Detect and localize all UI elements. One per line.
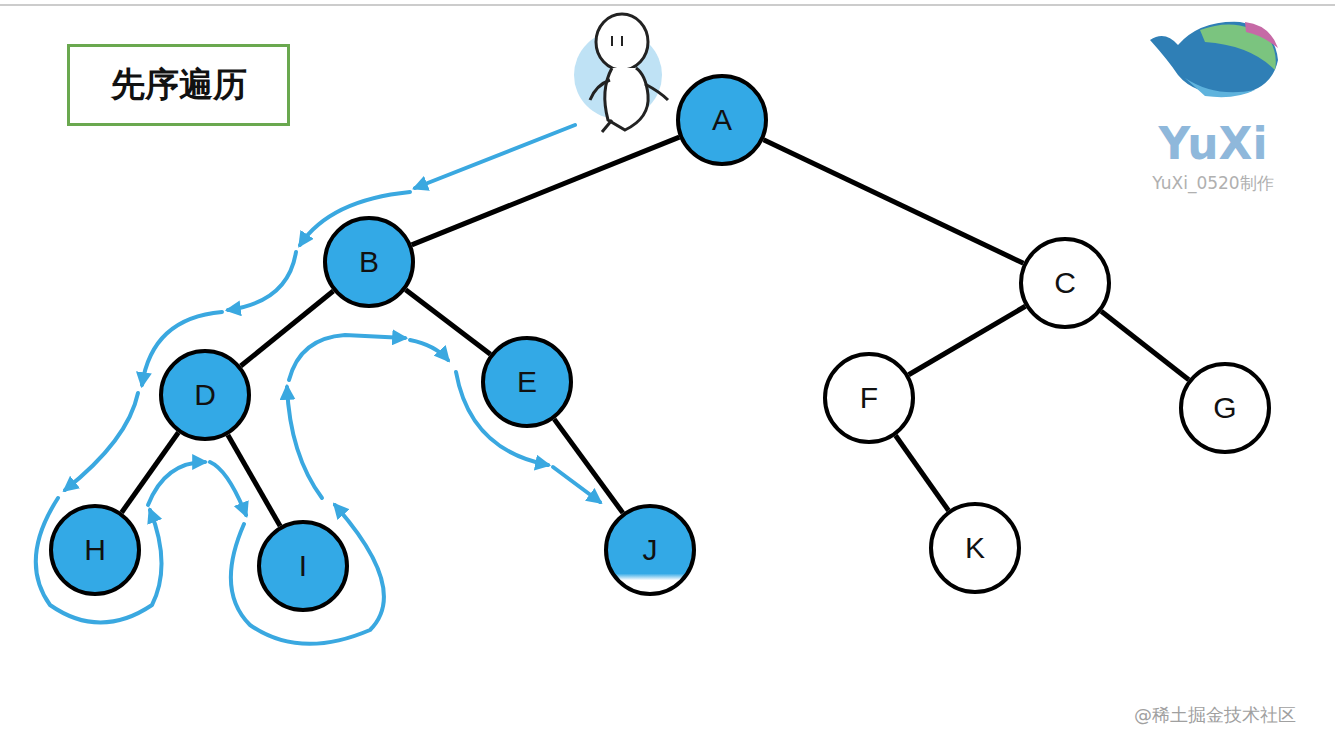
title-box: 先序遍历: [67, 44, 290, 126]
tree-node: F: [823, 352, 915, 444]
tree-edge: [1101, 311, 1189, 379]
top-rule: [0, 4, 1335, 6]
node-letter: I: [299, 549, 307, 583]
tree-node: D: [159, 349, 251, 441]
tree-edge: [909, 306, 1026, 374]
tree-node: B: [323, 216, 415, 308]
node-letter: C: [1054, 266, 1076, 300]
node-letter: H: [84, 533, 106, 567]
tree-edge: [412, 137, 680, 245]
watermark-label: @稀土掘金技术社区: [1134, 703, 1296, 727]
node-letter: D: [194, 378, 216, 412]
title-text: 先序遍历: [111, 62, 247, 108]
tree-node: E: [481, 336, 573, 428]
node-letter: F: [860, 381, 878, 415]
node-letter: B: [359, 245, 379, 279]
tree-edge: [406, 290, 491, 354]
walker-figure: [574, 14, 668, 132]
node-letter: G: [1213, 391, 1236, 425]
tree-edge: [764, 140, 1024, 264]
node-letter: A: [712, 103, 732, 137]
node-letter: K: [965, 531, 985, 565]
whale-logo: [1150, 22, 1278, 97]
tree-node: C: [1019, 237, 1111, 329]
node-letter: J: [643, 533, 658, 567]
tree-edge: [122, 433, 179, 513]
watermark-label: YuXi_0520制作: [1152, 172, 1273, 195]
tree-node: H: [49, 504, 141, 596]
tree-node: A: [676, 74, 768, 166]
tree-edge: [554, 419, 623, 513]
tree-node: K: [929, 502, 1021, 594]
node-letter: E: [517, 365, 537, 399]
tree-node: I: [257, 520, 349, 612]
tree-edge: [896, 436, 949, 511]
tree-edge: [228, 435, 280, 526]
watermark-label: YuXi: [1159, 118, 1268, 169]
tree-node: G: [1179, 362, 1271, 454]
tree-edge: [241, 291, 334, 366]
tree-node: J: [604, 504, 696, 596]
